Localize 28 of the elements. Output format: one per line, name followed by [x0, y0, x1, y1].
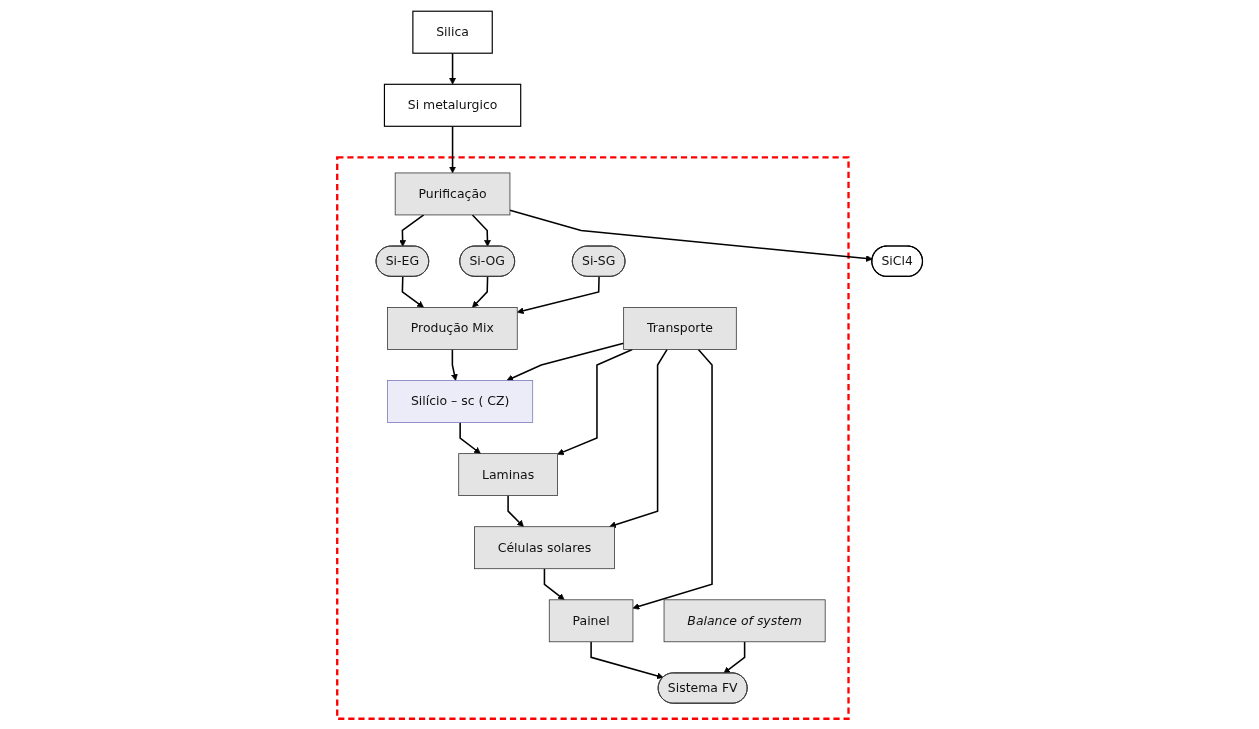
arrow: [459, 421, 481, 454]
arrow: [448, 125, 456, 173]
node-box: Produção Mix: [386, 306, 518, 350]
cluster: [335, 155, 850, 720]
arrow: [450, 348, 458, 381]
arrow: [506, 494, 524, 527]
arrow: [398, 213, 425, 247]
arrow: [608, 348, 668, 528]
node-box: Transporte: [622, 306, 737, 350]
arrow: [448, 51, 456, 85]
arrow: [543, 567, 565, 600]
node-box: Silica: [411, 10, 493, 54]
arrow: [471, 275, 488, 308]
arrow: [471, 213, 491, 247]
arrow: [556, 348, 633, 455]
node-box: Balance of system: [663, 598, 826, 642]
node-box: Painel: [548, 598, 633, 642]
arrow: [401, 275, 424, 308]
arrow: [632, 348, 713, 610]
node-box: Si metalurgico: [383, 83, 521, 127]
node-box: Silício – sc ( CZ): [386, 379, 533, 423]
arrow: [516, 275, 600, 314]
arrow: [723, 640, 746, 674]
node-box: Purificação: [394, 172, 510, 215]
node-box: Laminas: [457, 452, 558, 496]
arrow: [589, 640, 664, 679]
node-box: Células solares: [473, 525, 615, 569]
arrow: [506, 342, 625, 381]
